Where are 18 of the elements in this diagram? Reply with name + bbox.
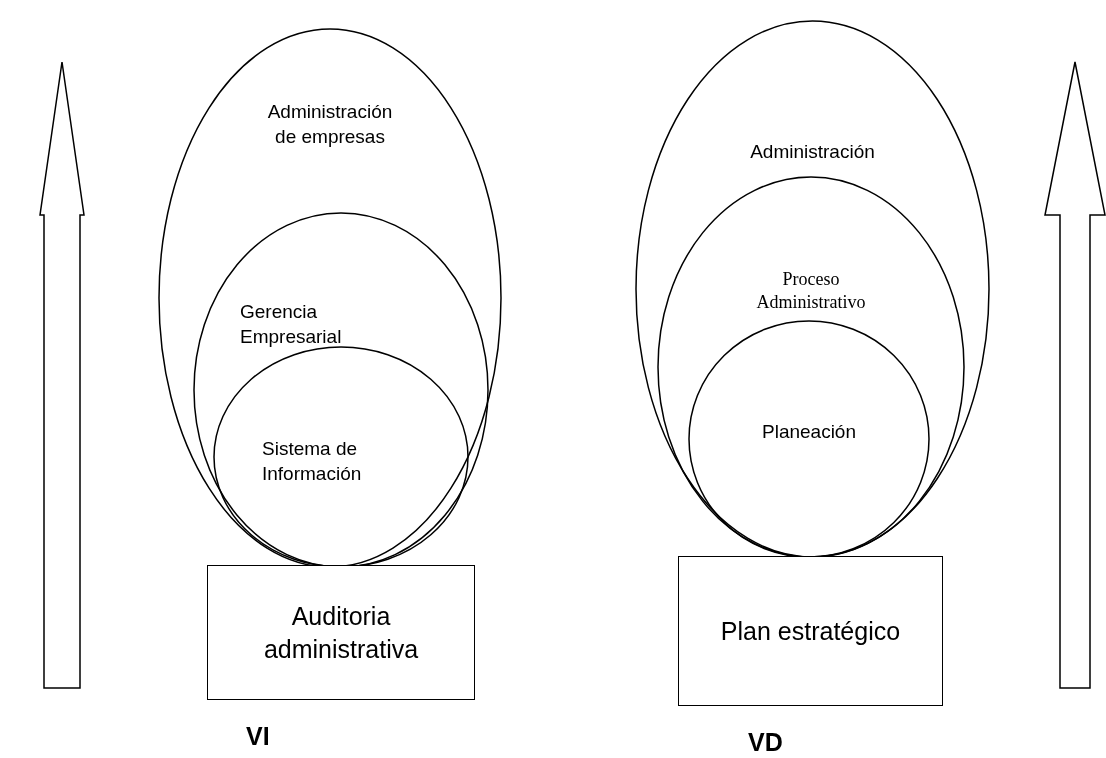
- variable-label: VI: [246, 722, 270, 751]
- ellipse: [193, 212, 489, 568]
- ellipse: [688, 320, 930, 558]
- rectangle-box: [678, 556, 943, 706]
- ellipse-label: Planeación: [761, 420, 857, 444]
- ellipse-label: Proceso Administrativo: [755, 268, 867, 315]
- ellipse-label: Gerencia Empresarial: [240, 300, 343, 349]
- ellipse: [657, 176, 965, 558]
- rectangle-box: [207, 565, 475, 700]
- ellipse: [213, 346, 469, 568]
- ellipse-label: Administración: [749, 140, 876, 164]
- ellipse-label: Administración de empresas: [266, 100, 394, 149]
- box-label: Plan estratégico: [720, 615, 901, 647]
- ellipse: [158, 28, 502, 568]
- variable-label: VD: [748, 728, 783, 757]
- ellipse-label: Sistema de Información: [262, 437, 363, 486]
- ellipse: [635, 20, 990, 558]
- box-label: Auditoria administrativa: [262, 601, 420, 665]
